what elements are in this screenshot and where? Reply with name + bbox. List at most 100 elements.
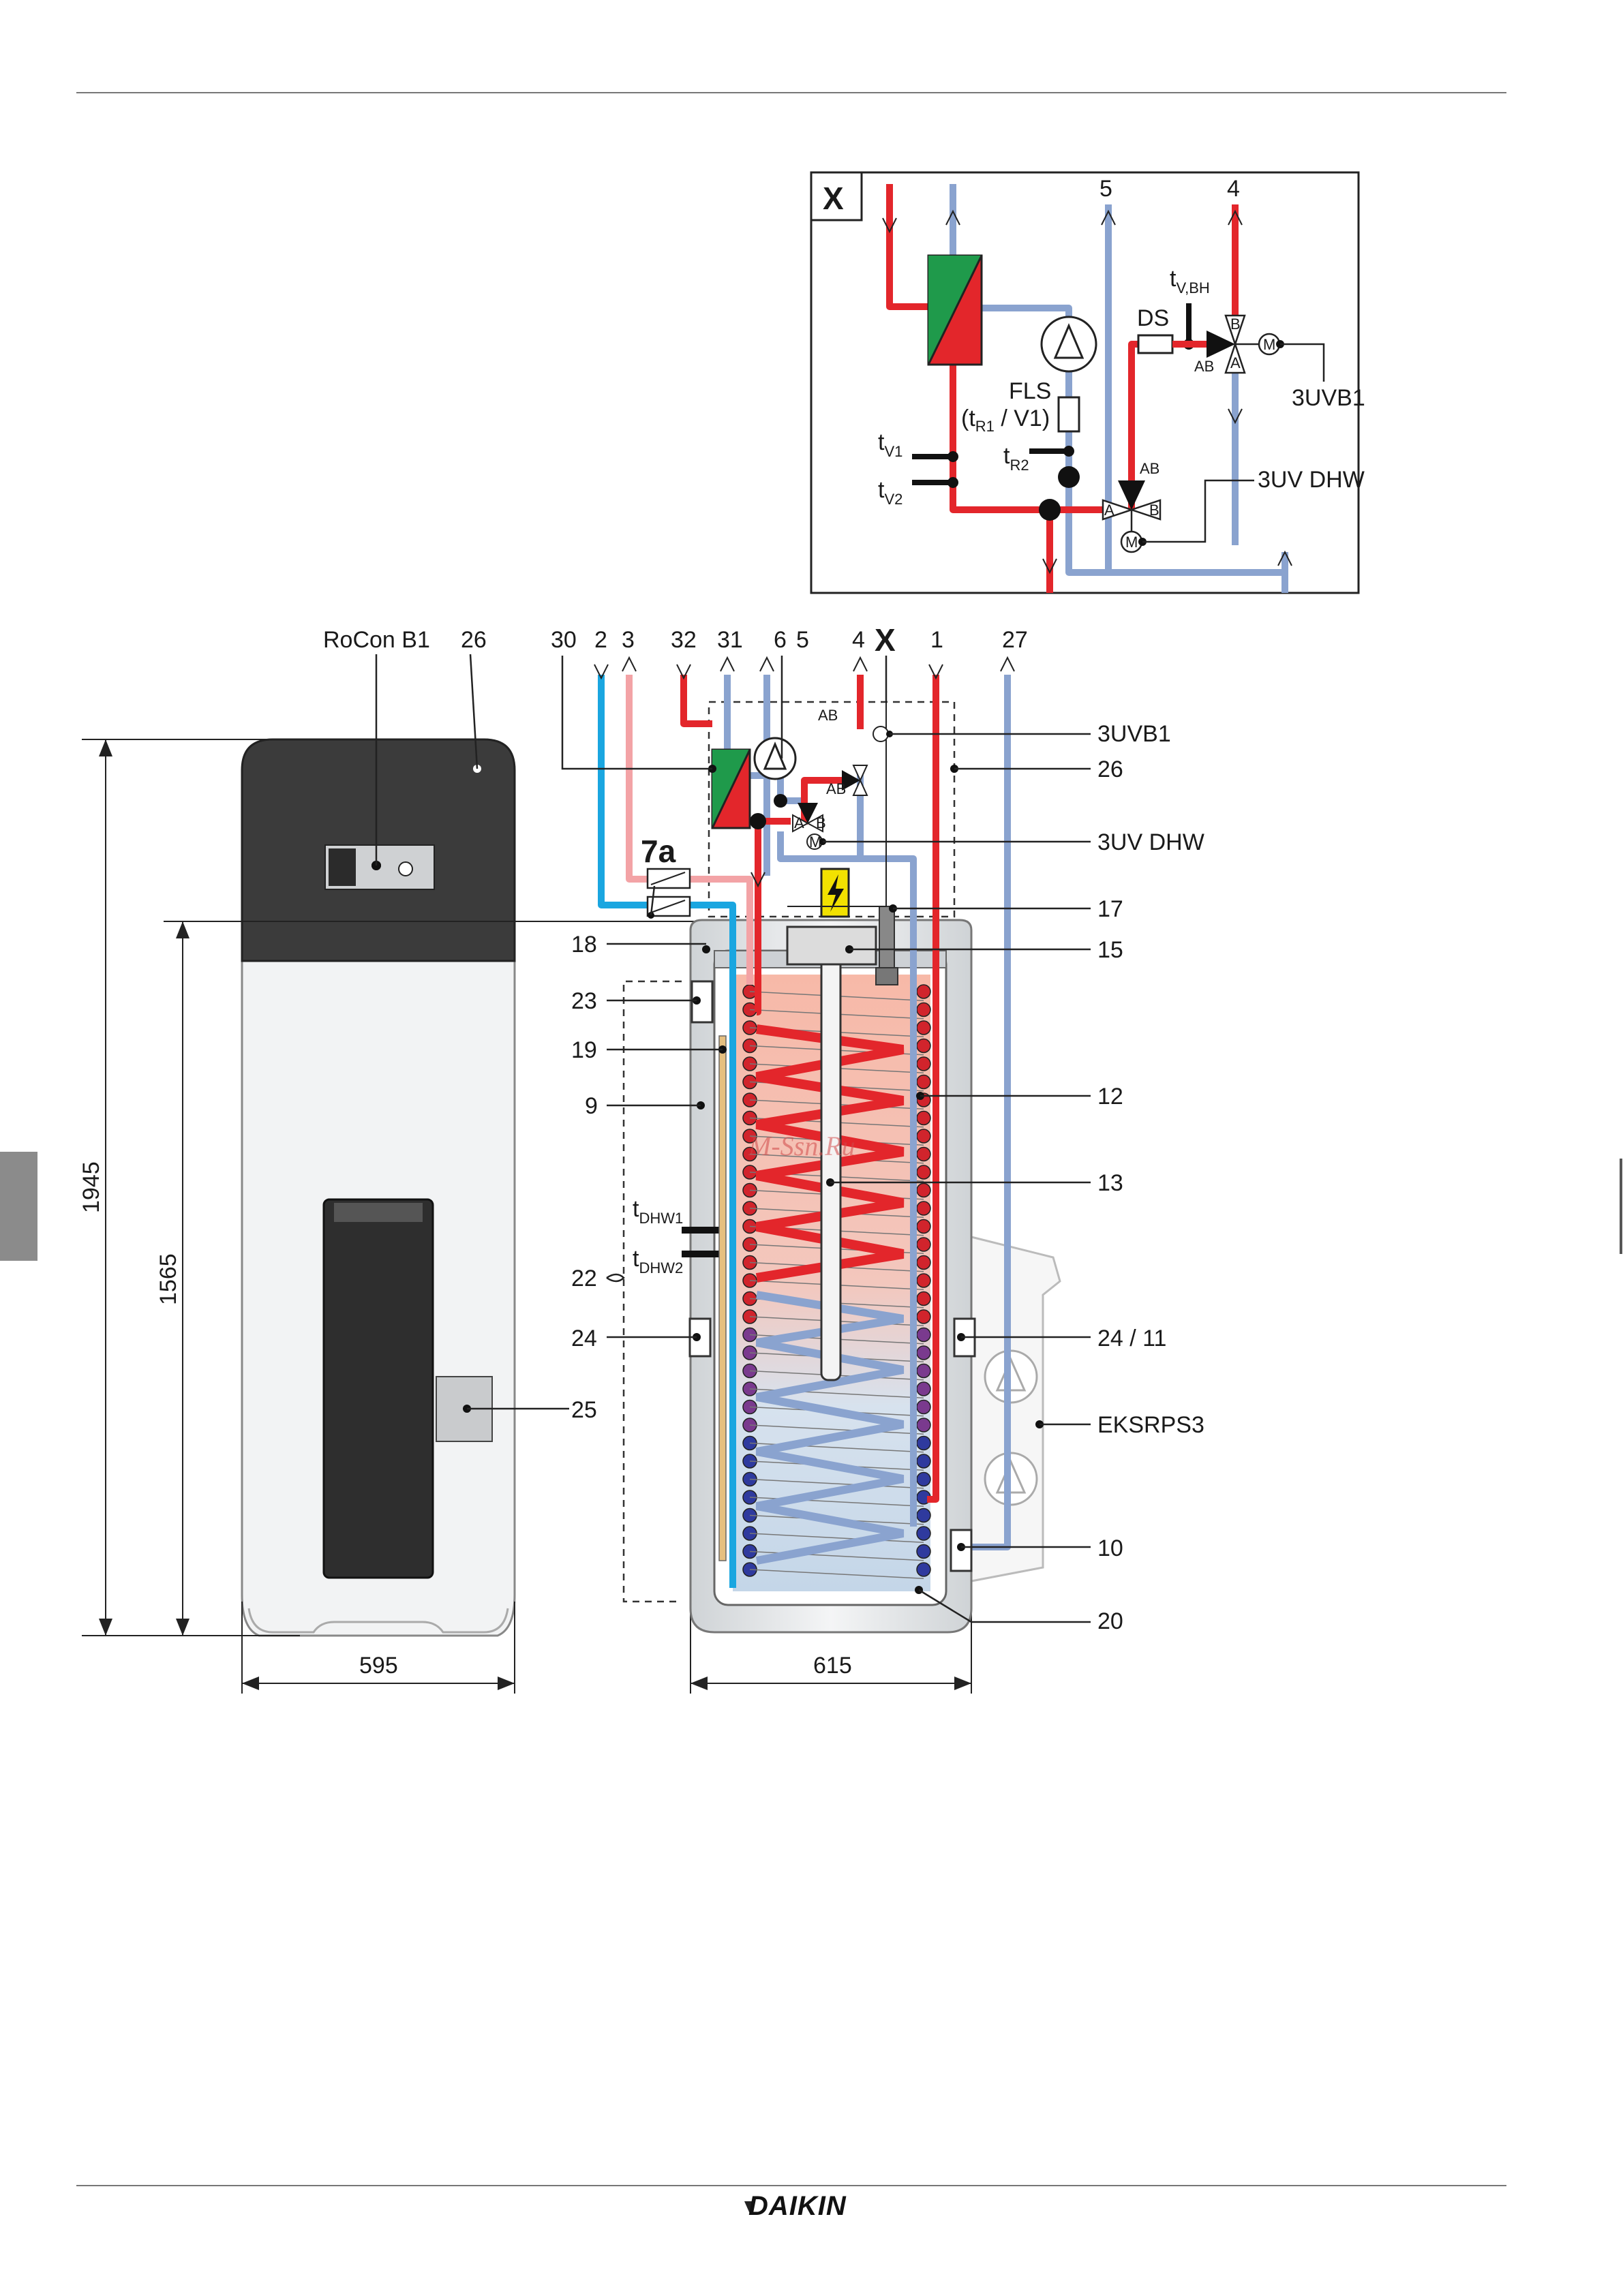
dim-1945-arrow-bottom bbox=[99, 1619, 112, 1636]
coil-dot bbox=[917, 1418, 930, 1432]
detail-box-x: X FLS (tR1 / V1) bbox=[811, 172, 1365, 593]
coil-dot bbox=[917, 1473, 930, 1486]
dim-615-arrow-r bbox=[954, 1677, 971, 1690]
coil-dot bbox=[917, 1563, 930, 1576]
label-27: 27 bbox=[1002, 627, 1028, 653]
cabinet-front-panel bbox=[324, 1199, 433, 1578]
label-x: X bbox=[875, 622, 896, 658]
coil-dot bbox=[917, 1021, 930, 1035]
detail-fls-sensor bbox=[1059, 397, 1079, 431]
dim-1565-label: 1565 bbox=[155, 1253, 181, 1305]
coil-dot bbox=[917, 985, 930, 998]
arrow-4 bbox=[853, 658, 867, 671]
dim-1945-label: 1945 bbox=[78, 1161, 104, 1213]
leader-18-dot bbox=[702, 945, 710, 953]
coil-dot bbox=[917, 1274, 930, 1287]
label-24: 24 bbox=[571, 1326, 597, 1351]
dim-1565-arrow-bottom bbox=[176, 1619, 189, 1636]
option-22-boundary bbox=[624, 981, 682, 1602]
coil-dot bbox=[917, 1509, 930, 1522]
label-rocon-b1: RoCon B1 bbox=[323, 627, 430, 653]
sensor-17-head bbox=[876, 968, 898, 985]
junction-2 bbox=[774, 794, 787, 808]
dim-595-label: 595 bbox=[359, 1653, 398, 1679]
coil-dot bbox=[917, 1437, 930, 1450]
junction-1 bbox=[750, 813, 766, 829]
label-18: 18 bbox=[571, 932, 597, 958]
label-7a: 7a bbox=[641, 833, 676, 869]
coil-dot bbox=[917, 1382, 930, 1396]
label-3uvdhw: 3UV DHW bbox=[1097, 829, 1204, 855]
leader-22 bbox=[607, 1274, 624, 1281]
detail-ds-box bbox=[1138, 335, 1172, 353]
label-15: 15 bbox=[1097, 937, 1123, 963]
small-ab-1: AB bbox=[818, 707, 838, 724]
coil-dot bbox=[917, 1545, 930, 1559]
dim-615-label: 615 bbox=[813, 1653, 852, 1679]
coil-dot bbox=[917, 1220, 930, 1234]
small-3uvb1-motor bbox=[873, 726, 888, 741]
label-26-top: 26 bbox=[461, 627, 487, 653]
cabinet-external-view: RoCon B1 26 25 bbox=[242, 627, 597, 1636]
dim-595-arrow-r bbox=[498, 1677, 515, 1690]
detail-junction-return bbox=[1058, 466, 1080, 488]
coil-dot bbox=[917, 1003, 930, 1017]
small-b: B bbox=[816, 814, 826, 831]
eksrps3-unit bbox=[971, 1237, 1060, 1581]
small-a: A bbox=[794, 814, 804, 831]
detail-pipe-5-label: 5 bbox=[1099, 176, 1112, 202]
coil-dot bbox=[917, 1057, 930, 1071]
detail-tv2-dot bbox=[947, 477, 958, 488]
coil-dot bbox=[917, 1201, 930, 1215]
detail-3uvb1-ab: AB bbox=[1194, 358, 1214, 375]
label-5: 5 bbox=[796, 627, 809, 653]
label-6: 6 bbox=[774, 627, 787, 653]
coil-dot bbox=[917, 1165, 930, 1179]
detail-tv1-dot bbox=[947, 451, 958, 462]
detail-3uvb1-a: A bbox=[1230, 354, 1241, 371]
detail-3uvb1-motor-m: M bbox=[1263, 336, 1275, 353]
label-19: 19 bbox=[571, 1037, 597, 1063]
detail-ds-label: DS bbox=[1137, 305, 1169, 331]
detail-dhw-a: A bbox=[1104, 502, 1114, 519]
leader-30 bbox=[562, 656, 712, 769]
dim-1565-arrow-top bbox=[176, 921, 189, 938]
label-9: 9 bbox=[585, 1093, 598, 1119]
coil-dot bbox=[917, 1346, 930, 1360]
label-3uvb1: 3UVB1 bbox=[1097, 721, 1171, 747]
coil-dot bbox=[917, 1310, 930, 1323]
detail-dhw-ab: AB bbox=[1140, 460, 1159, 477]
label-17: 17 bbox=[1097, 896, 1123, 922]
coil-dot bbox=[917, 1148, 930, 1161]
label-25: 25 bbox=[571, 1397, 597, 1423]
label-13: 13 bbox=[1097, 1170, 1123, 1196]
coil-dot bbox=[917, 1039, 930, 1053]
label-12: 12 bbox=[1097, 1084, 1123, 1109]
coil-dot bbox=[917, 1256, 930, 1270]
label-2: 2 bbox=[594, 627, 607, 653]
tdhw1-label: tDHW1 bbox=[633, 1196, 683, 1227]
top-labels: 30 2 3 32 31 6 5 4 X 1 27 bbox=[551, 622, 1028, 658]
electric-heater-head bbox=[787, 927, 876, 964]
arrow-5 bbox=[760, 658, 774, 671]
label-3: 3 bbox=[622, 627, 635, 653]
coil-dot bbox=[917, 1238, 930, 1251]
electric-heater-rod bbox=[821, 944, 840, 1380]
detail-pipe-4-label: 4 bbox=[1227, 176, 1240, 202]
coil-dot bbox=[917, 1328, 930, 1342]
tdhw2-label: tDHW2 bbox=[633, 1246, 683, 1276]
coil-dot bbox=[917, 1129, 930, 1143]
side-tab bbox=[0, 1152, 37, 1261]
coil-dot bbox=[917, 1112, 930, 1125]
label-32: 32 bbox=[671, 627, 697, 653]
label-1: 1 bbox=[930, 627, 943, 653]
arrow-3 bbox=[622, 658, 636, 671]
watermark: M-Ssn.Ru bbox=[748, 1131, 855, 1161]
small-ab-2: AB bbox=[826, 780, 846, 797]
cabinet-front-panel-handle bbox=[334, 1203, 423, 1222]
dim-615-arrow-l bbox=[691, 1677, 708, 1690]
label-10: 10 bbox=[1097, 1535, 1123, 1561]
detail-3uvb1-b: B bbox=[1230, 316, 1241, 333]
coil-dot bbox=[917, 1292, 930, 1306]
label-20: 20 bbox=[1097, 1608, 1123, 1634]
